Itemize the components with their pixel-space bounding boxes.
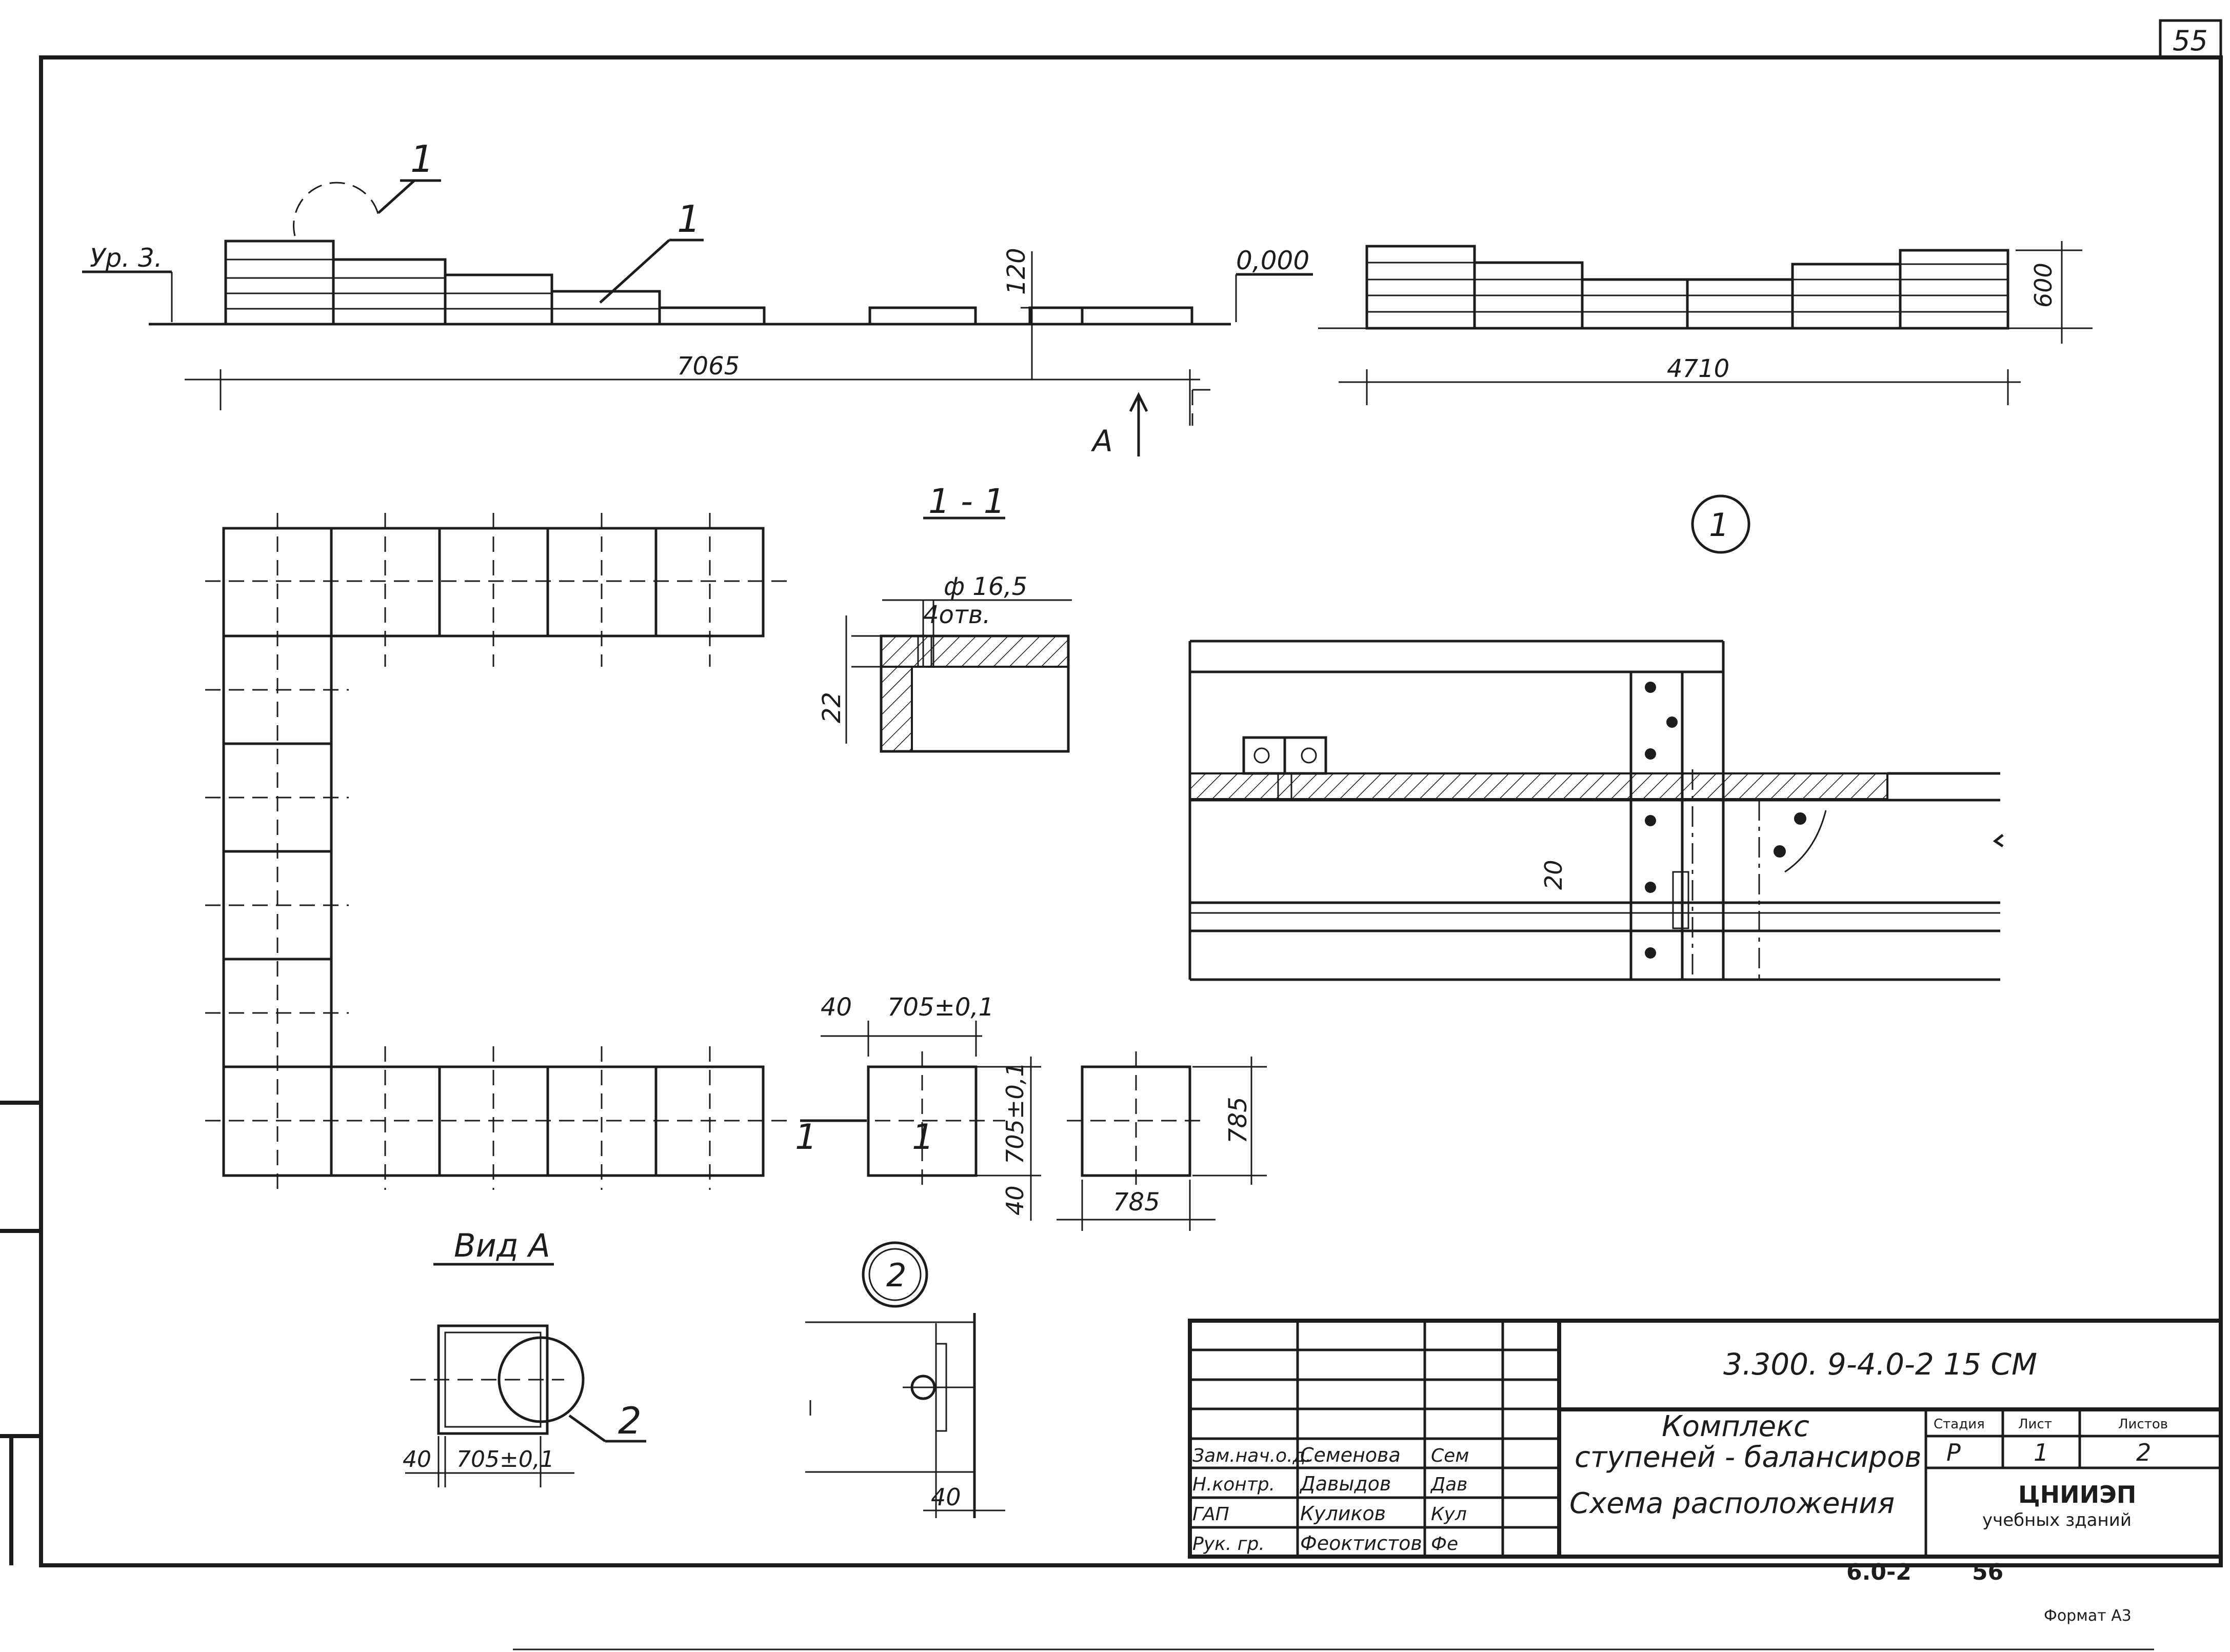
section-title: 1 - 1: [928, 482, 1005, 521]
right-height-dim: 600: [2029, 263, 2057, 308]
detail-2: 2 40: [805, 1241, 1005, 1518]
stair-elevation-left: Ур. 3. 0,000 120 7065 А 1 1: [82, 137, 1313, 459]
footer-right: 56: [1972, 1559, 2003, 1585]
section-1-1: 1 - 1 ф 16,5 4отв. 22: [818, 482, 1072, 753]
sheet-header: Лист: [2018, 1417, 2052, 1432]
detail-1-label: 1: [1709, 506, 1729, 544]
right-length-dim: 4710: [1667, 354, 1729, 383]
module-dim-height: 705±0,1: [1001, 1062, 1029, 1165]
section-mark-left: 1: [795, 1117, 817, 1158]
elevation-callout-2: 1: [677, 197, 701, 241]
format-label: Формат А3: [2044, 1607, 2132, 1625]
detail-2-dim-40: 40: [931, 1483, 961, 1511]
module-dim-785-side: 785: [1224, 1097, 1252, 1144]
step-height-dim: 120: [1002, 248, 1031, 295]
module-dim-40-bottom: 40: [1001, 1185, 1029, 1216]
view-a-title: Вид А: [454, 1227, 550, 1264]
name-3: Феоктистов: [1300, 1532, 1422, 1555]
sheets-value: 2: [2136, 1439, 2151, 1466]
document-name-line2: ступеней - балансиров: [1575, 1441, 1921, 1474]
role-1: Н.контр.: [1192, 1474, 1275, 1495]
sign-3: Фе: [1431, 1534, 1458, 1555]
single-module: 40 705±0,1 705±0,1 40 1 1 785 785: [795, 993, 1267, 1231]
stair-plan: [205, 513, 790, 1190]
hole-count: 4отв.: [923, 601, 990, 629]
view-a-callout: 2: [618, 1399, 642, 1442]
module-dim-width: 705±0,1: [887, 993, 994, 1022]
module-dim-785-bottom: 785: [1113, 1188, 1160, 1217]
stage-value: Р: [1946, 1439, 1961, 1466]
view-a-dim-40: 40: [403, 1446, 431, 1472]
document-code: 3.300. 9-4.0-2 15 СМ: [1723, 1347, 2037, 1382]
stair-elevation-right: 4710 600: [1318, 241, 2093, 405]
section-mark-right: 1: [912, 1117, 934, 1158]
elevation-callout: 1: [410, 137, 434, 181]
sign-0: Сем: [1431, 1445, 1469, 1466]
detail-1-dim-20: 20: [1540, 860, 1567, 890]
view-a: Вид А 40 705±0,1 2: [403, 1227, 646, 1487]
organization-sub: учебных зданий: [1982, 1510, 2132, 1530]
name-2: Куликов: [1300, 1502, 1386, 1525]
sign-2: Кул: [1431, 1504, 1467, 1525]
role-0: Зам.нач.о.д.: [1192, 1445, 1311, 1466]
sheets-header: Листов: [2118, 1417, 2168, 1432]
left-length-dim: 7065: [677, 352, 740, 381]
organization: ЦНИИЭП: [2018, 1481, 2136, 1508]
name-1: Давыдов: [1299, 1472, 1391, 1495]
footer-left: 6.0-2: [1846, 1559, 1912, 1585]
thickness-dim: 22: [818, 692, 846, 723]
document-name-line1: Комплекс: [1662, 1410, 1809, 1443]
role-2: ГАП: [1192, 1504, 1229, 1525]
module-dim-40: 40: [821, 993, 852, 1022]
sheet-value: 1: [2034, 1439, 2048, 1466]
role-3: Рук. гр.: [1192, 1534, 1265, 1555]
sheet-title: Схема расположения: [1569, 1487, 1895, 1520]
zero-mark: 0,000: [1236, 246, 1309, 275]
view-arrow-label: А: [1090, 424, 1113, 459]
view-a-dim-705: 705±0,1: [456, 1446, 554, 1472]
stage-header: Стадия: [1934, 1417, 1985, 1432]
detail-2-label: 2: [886, 1257, 906, 1294]
level-label: Ур. 3.: [90, 243, 163, 273]
title-block: 3.300. 9-4.0-2 15 СМ Комплекс ступеней -…: [1188, 1319, 2223, 1559]
sheet-frame: [0, 19, 2223, 1650]
sheet-number: 55: [2173, 25, 2208, 57]
hole-diameter: ф 16,5: [944, 572, 1027, 601]
detail-1: 1 20: [1188, 494, 2004, 981]
name-0: Семенова: [1300, 1444, 1401, 1466]
sign-1: Дав: [1430, 1474, 1467, 1495]
